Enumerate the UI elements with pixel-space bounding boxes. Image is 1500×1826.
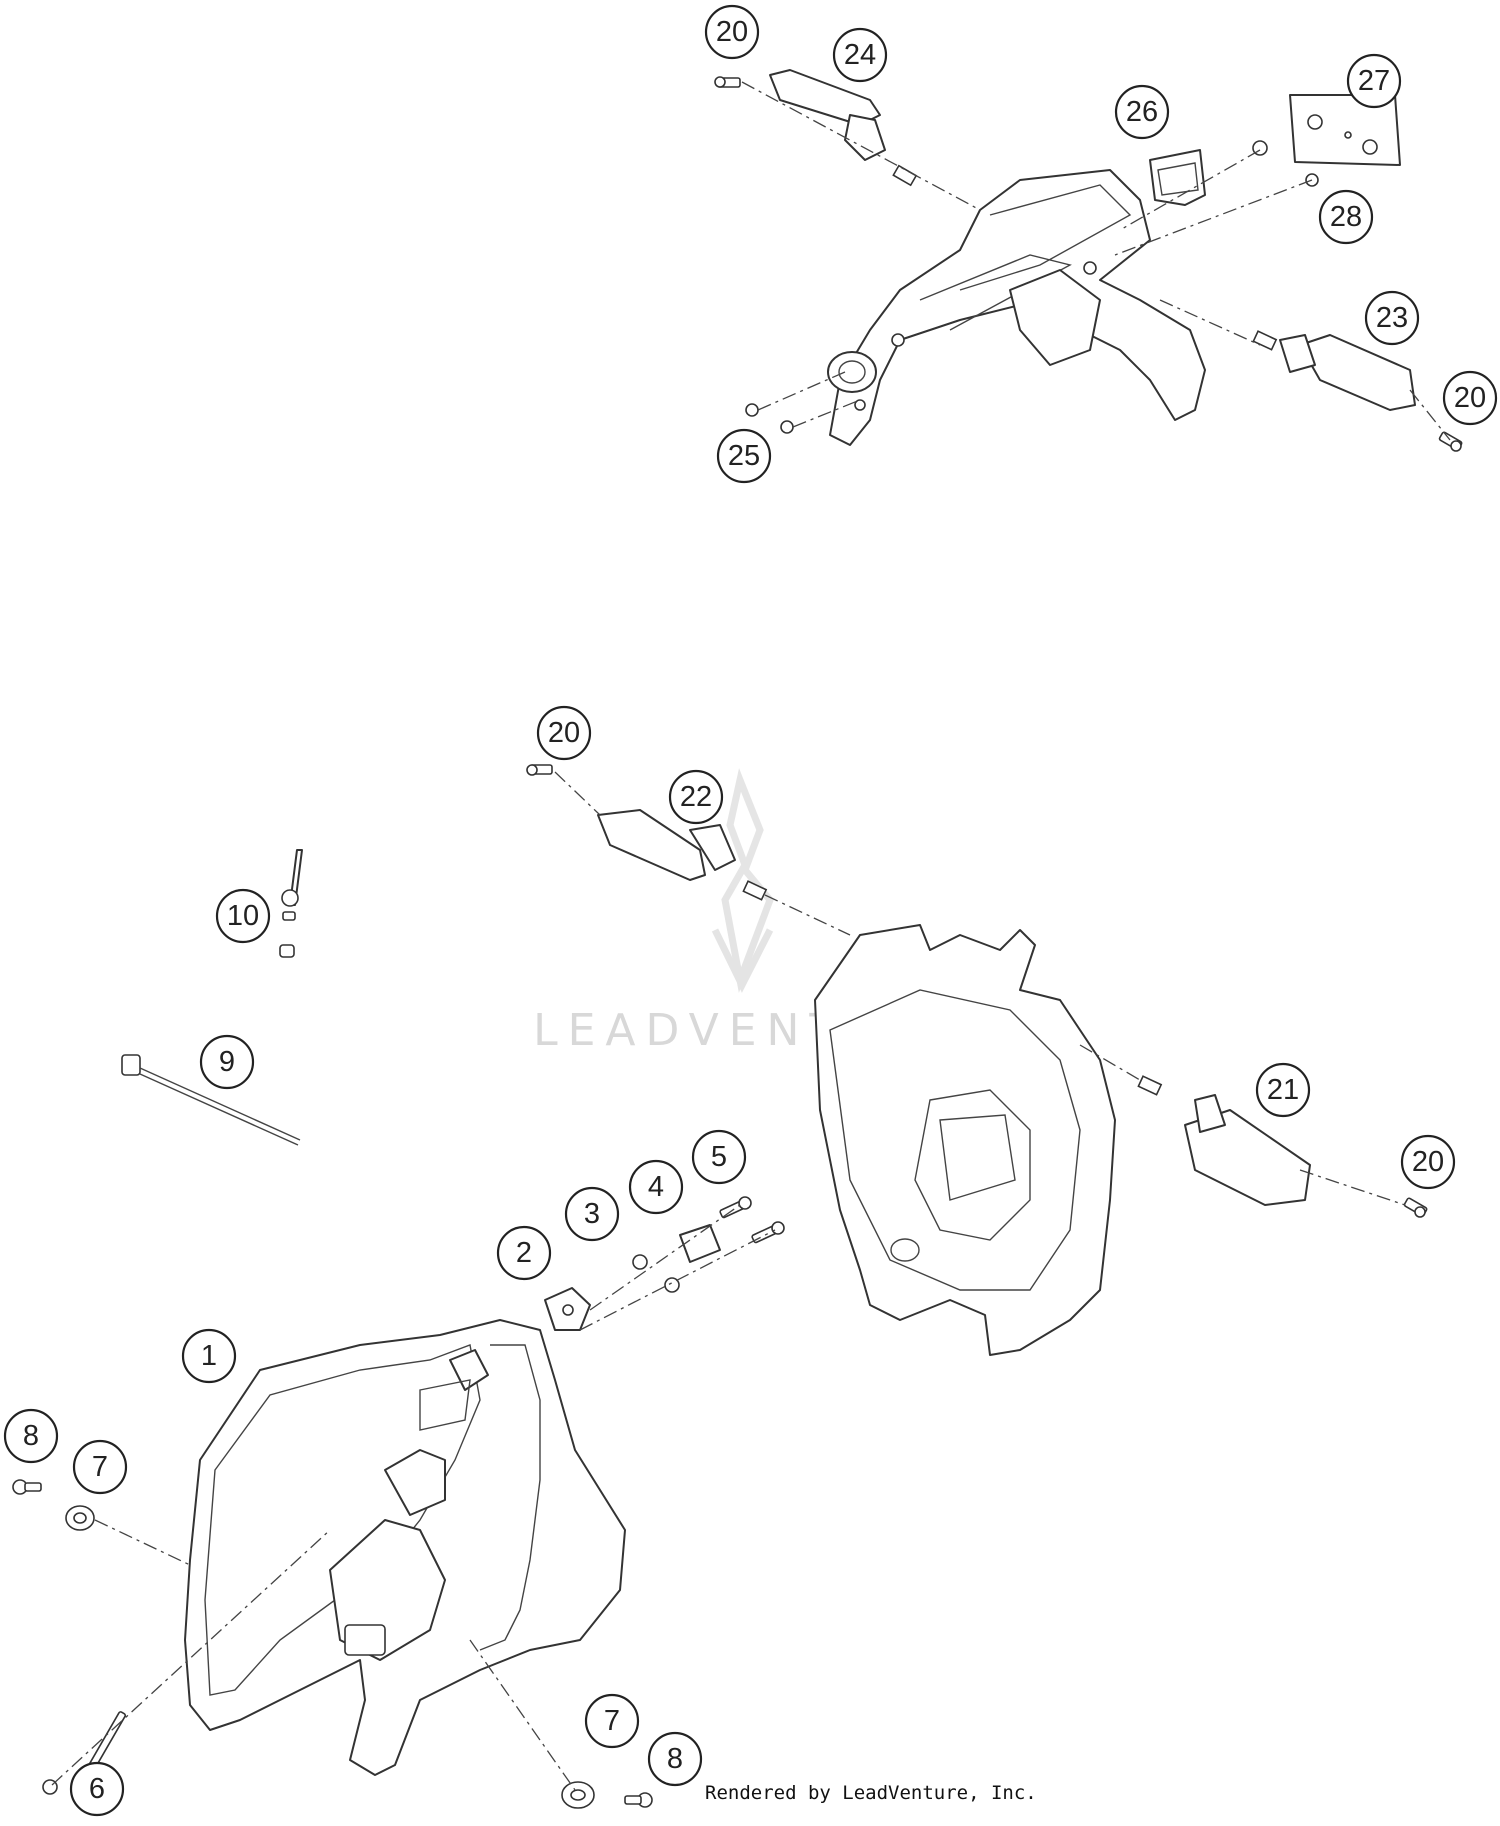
svg-text:20: 20	[716, 16, 748, 48]
headlight-housing	[814, 924, 1116, 1356]
callout-26: 26	[1114, 84, 1170, 140]
callout-20: 20	[1442, 370, 1498, 426]
svg-text:22: 22	[680, 781, 712, 813]
turn-signal-rear-left	[769, 69, 918, 187]
callout-20: 20	[536, 705, 592, 761]
svg-text:3: 3	[584, 1198, 600, 1230]
turn-signal-rear-right	[1252, 330, 1416, 411]
svg-text:6: 6	[89, 1773, 105, 1805]
svg-text:23: 23	[1376, 302, 1408, 334]
bolt	[719, 1196, 752, 1219]
callout-25: 25	[716, 428, 772, 484]
bracket-clip	[544, 1287, 591, 1331]
callout-6: 6	[69, 1761, 125, 1817]
callout-10: 10	[215, 888, 271, 944]
callout-8: 8	[3, 1408, 59, 1464]
svg-text:7: 7	[604, 1705, 620, 1737]
callout-20: 20	[704, 4, 760, 60]
callout-5: 5	[691, 1129, 747, 1185]
tail-bracket	[827, 169, 1206, 446]
callout-24: 24	[832, 27, 888, 83]
svg-text:20: 20	[1454, 382, 1486, 414]
callout-23: 23	[1364, 290, 1420, 346]
screw	[714, 76, 741, 88]
svg-text:1: 1	[201, 1340, 217, 1372]
callout-28: 28	[1318, 189, 1374, 245]
screw	[1403, 1197, 1428, 1218]
callout-21: 21	[1255, 1062, 1311, 1118]
svg-text:4: 4	[648, 1171, 664, 1203]
credit-text: Rendered by LeadVenture, Inc.	[705, 1782, 1037, 1804]
svg-text:9: 9	[219, 1046, 235, 1078]
turn-signal-front-left	[597, 809, 768, 901]
callout-1: 1	[181, 1328, 237, 1384]
callout-2: 2	[496, 1225, 552, 1281]
screw	[624, 1792, 653, 1808]
spacer-bracket	[679, 1224, 721, 1263]
svg-text:2: 2	[516, 1237, 532, 1269]
screw	[1438, 431, 1463, 452]
svg-text:20: 20	[548, 717, 580, 749]
callout-8: 8	[647, 1731, 703, 1787]
callout-3: 3	[564, 1186, 620, 1242]
screw	[12, 1479, 42, 1495]
svg-text:21: 21	[1267, 1074, 1299, 1106]
callout-27: 27	[1346, 53, 1402, 109]
svg-text:7: 7	[92, 1451, 108, 1483]
washer	[664, 1277, 680, 1293]
svg-text:8: 8	[23, 1420, 39, 1452]
svg-text:24: 24	[844, 39, 876, 71]
callout-7: 7	[72, 1439, 128, 1495]
grommet	[65, 1505, 95, 1531]
headlight-mask	[184, 1319, 626, 1776]
screw	[745, 403, 794, 434]
svg-text:10: 10	[227, 900, 259, 932]
grommet	[561, 1781, 595, 1809]
svg-text:28: 28	[1330, 201, 1362, 233]
svg-text:27: 27	[1358, 65, 1390, 97]
callout-22: 22	[668, 769, 724, 825]
svg-text:26: 26	[1126, 96, 1158, 128]
screw	[526, 764, 553, 776]
washer	[632, 1254, 648, 1270]
watermark-logo	[711, 768, 774, 993]
svg-text:5: 5	[711, 1141, 727, 1173]
license-plate-light	[1149, 149, 1206, 206]
cable-tie-small	[279, 849, 303, 958]
callout-9: 9	[199, 1034, 255, 1090]
turn-signal-front-right	[1137, 1075, 1311, 1206]
svg-text:25: 25	[728, 440, 760, 472]
license-plate-bracket	[1289, 94, 1401, 166]
svg-text:8: 8	[667, 1743, 683, 1775]
callout-4: 4	[628, 1159, 684, 1215]
callout-20: 20	[1400, 1134, 1456, 1190]
cable-tie	[121, 1054, 301, 1146]
svg-text:20: 20	[1412, 1146, 1444, 1178]
callout-7: 7	[584, 1693, 640, 1749]
